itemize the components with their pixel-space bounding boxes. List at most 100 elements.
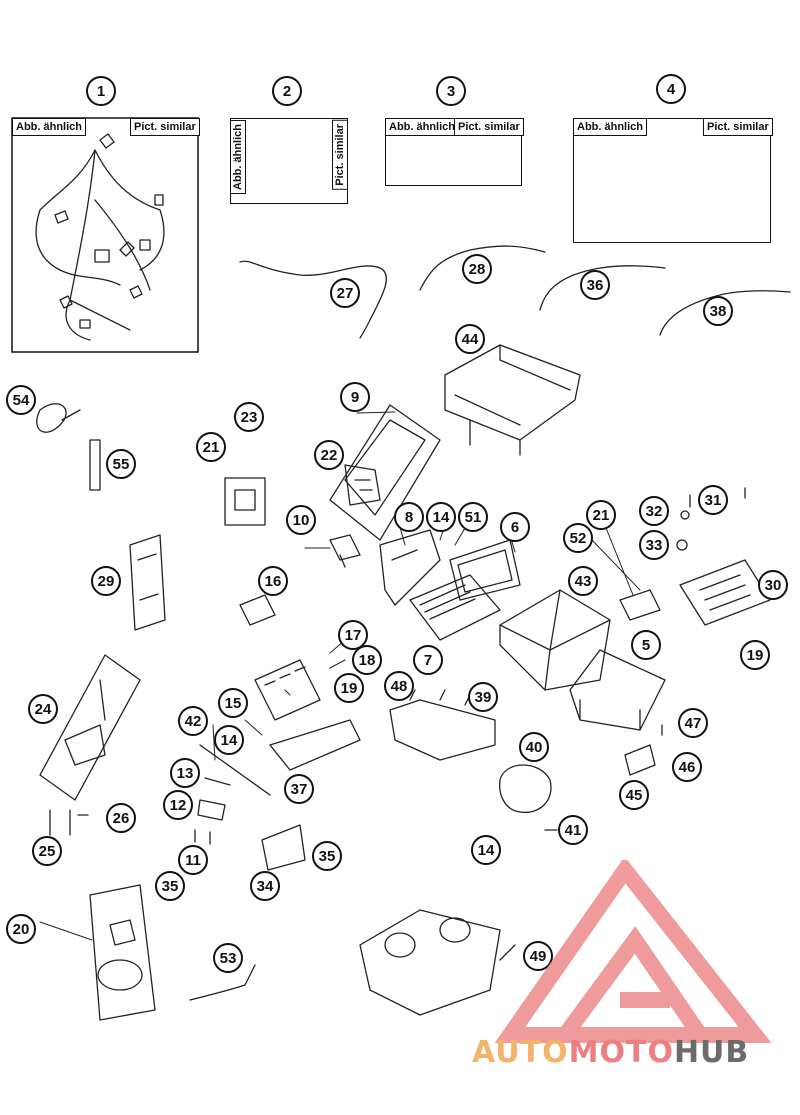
callout-25[interactable]: 25 <box>32 836 62 866</box>
screw-31 <box>689 487 746 508</box>
holder-39 <box>389 689 496 761</box>
callout-31[interactable]: 31 <box>698 485 728 515</box>
callout-51[interactable]: 51 <box>458 502 488 532</box>
ecu-frame-6 <box>449 539 521 601</box>
bracket-8 <box>379 529 441 606</box>
callout-20[interactable]: 20 <box>6 914 36 944</box>
callout-26[interactable]: 26 <box>106 803 136 833</box>
callout-22[interactable]: 22 <box>314 440 344 470</box>
callout-9[interactable]: 9 <box>340 382 370 412</box>
callout-3[interactable]: 3 <box>436 76 466 106</box>
callout-2[interactable]: 2 <box>272 76 302 106</box>
callout-27[interactable]: 27 <box>330 278 360 308</box>
callout-18[interactable]: 18 <box>352 645 382 675</box>
callout-54[interactable]: 54 <box>6 385 36 415</box>
callout-34[interactable]: 34 <box>250 871 280 901</box>
horn-assembly-20 <box>89 884 156 1021</box>
automotohub-wordmark: AUTOMOTOHUB <box>472 1035 749 1070</box>
ecu-7 <box>409 574 501 641</box>
label-pict-4: Pict. similar <box>703 118 773 136</box>
control-unit-9 <box>329 404 441 541</box>
callout-12[interactable]: 12 <box>163 790 193 820</box>
callout-39[interactable]: 39 <box>468 682 498 712</box>
callout-7[interactable]: 7 <box>413 645 443 675</box>
callout-35a[interactable]: 35 <box>312 841 342 871</box>
label-pict-1: Pict. similar <box>130 118 200 136</box>
lock-cylinder-29 <box>129 534 166 631</box>
callout-52[interactable]: 52 <box>563 523 593 553</box>
wordmark-moto: MOTO <box>568 1035 674 1070</box>
sensor-cable-53 <box>189 964 256 1001</box>
relay-box-10 <box>224 477 361 568</box>
fuse-box-15 <box>254 659 321 721</box>
battery-43 <box>499 589 611 691</box>
callout-13[interactable]: 13 <box>170 758 200 788</box>
callout-1[interactable]: 1 <box>86 76 116 106</box>
sensor-16 <box>239 594 276 626</box>
main-wiring-harness <box>35 133 165 341</box>
callout-48[interactable]: 48 <box>384 671 414 701</box>
callout-38[interactable]: 38 <box>703 296 733 326</box>
callout-42[interactable]: 42 <box>178 706 208 736</box>
callout-10[interactable]: 10 <box>286 505 316 535</box>
callout-35b[interactable]: 35 <box>155 871 185 901</box>
callout-4[interactable]: 4 <box>656 74 686 104</box>
callout-15[interactable]: 15 <box>218 688 248 718</box>
callout-5[interactable]: 5 <box>631 630 661 660</box>
callout-8[interactable]: 8 <box>394 502 424 532</box>
screws-11 <box>194 829 211 845</box>
pin-49 <box>499 944 516 961</box>
callout-14c[interactable]: 14 <box>471 835 501 865</box>
rod-42 <box>199 744 271 796</box>
callout-17[interactable]: 17 <box>338 620 368 650</box>
callout-49[interactable]: 49 <box>523 941 553 971</box>
label-abb-3: Abb. ähnlich <box>385 118 459 136</box>
callout-6[interactable]: 6 <box>500 512 530 542</box>
callout-44[interactable]: 44 <box>455 324 485 354</box>
callout-30[interactable]: 30 <box>758 570 788 600</box>
label-abb-1: Abb. ähnlich <box>12 118 86 136</box>
callout-36[interactable]: 36 <box>580 270 610 300</box>
callout-28[interactable]: 28 <box>462 254 492 284</box>
horn-40 <box>499 764 552 813</box>
callout-32[interactable]: 32 <box>639 496 669 526</box>
battery-box-5 <box>569 649 666 731</box>
callout-40[interactable]: 40 <box>519 732 549 762</box>
connector-12 <box>197 799 226 821</box>
box-2 <box>230 118 348 204</box>
callout-43[interactable]: 43 <box>568 566 598 596</box>
holder-52 <box>619 589 661 621</box>
callout-24[interactable]: 24 <box>28 694 58 724</box>
strap-55 <box>89 439 101 491</box>
callout-47[interactable]: 47 <box>678 708 708 738</box>
callout-16[interactable]: 16 <box>258 566 288 596</box>
box-4 <box>573 118 771 243</box>
connector-13 <box>204 777 231 786</box>
callout-46[interactable]: 46 <box>672 752 702 782</box>
wordmark-auto: AUTO <box>472 1035 569 1070</box>
callout-41[interactable]: 41 <box>558 815 588 845</box>
nut-33 <box>676 539 688 551</box>
callout-14a[interactable]: 14 <box>426 502 456 532</box>
callout-23[interactable]: 23 <box>234 402 264 432</box>
label-abb-2: Abb. ähnlich <box>230 120 246 194</box>
callout-45[interactable]: 45 <box>619 780 649 810</box>
label-pict-2: Pict. similar <box>332 120 348 190</box>
callout-33[interactable]: 33 <box>639 530 669 560</box>
callout-53[interactable]: 53 <box>213 943 243 973</box>
callout-11[interactable]: 11 <box>178 845 208 875</box>
callout-21b[interactable]: 21 <box>586 500 616 530</box>
callout-19a[interactable]: 19 <box>740 640 770 670</box>
callout-14b[interactable]: 14 <box>214 725 244 755</box>
callout-21a[interactable]: 21 <box>196 432 226 462</box>
cable-36 <box>539 265 666 311</box>
callout-19b[interactable]: 19 <box>334 673 364 703</box>
callout-55[interactable]: 55 <box>106 449 136 479</box>
callout-29[interactable]: 29 <box>91 566 121 596</box>
washer-32 <box>680 510 690 520</box>
callout-37[interactable]: 37 <box>284 774 314 804</box>
box-1 <box>11 117 199 353</box>
cable-27 <box>239 260 387 339</box>
electronics-tray-44 <box>444 344 581 456</box>
ecu-30 <box>679 559 771 626</box>
